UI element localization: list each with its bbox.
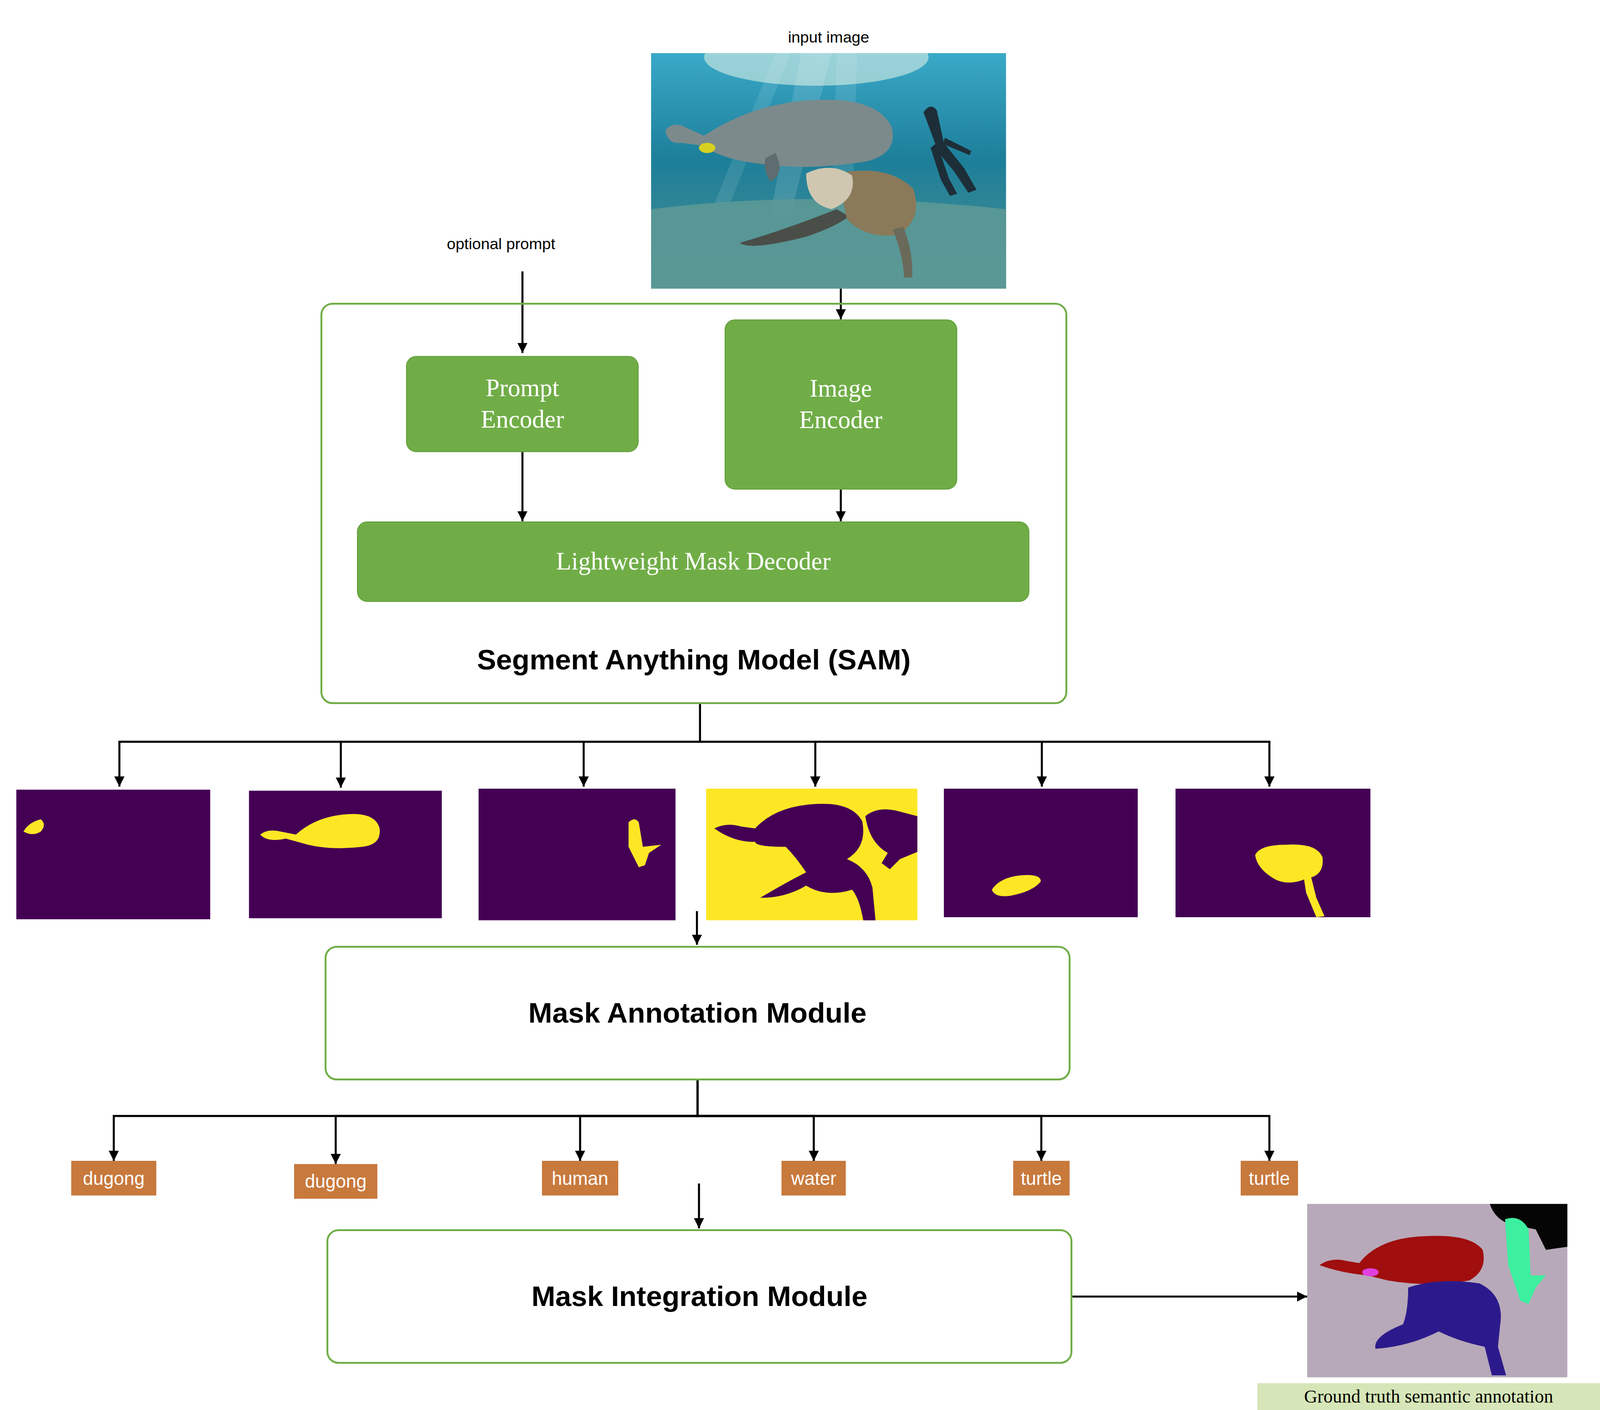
- node-label: human: [551, 1167, 609, 1190]
- caption-band: Ground truth semantic annotation: [1257, 1383, 1600, 1410]
- ground-truth-image: Ground truth semantic annotation: [1307, 1204, 1568, 1378]
- model-container: Prompt Encoder Image EncoderLightweight M…: [320, 302, 1068, 704]
- mask-region: [991, 875, 1041, 897]
- class-tag: dugong: [71, 1161, 156, 1196]
- arrow-connector: [113, 1080, 698, 1162]
- ground-truth-picture: [1307, 1204, 1568, 1378]
- branch-line: [699, 704, 702, 743]
- branch-arrow: [1040, 741, 1043, 787]
- arrow-connector: [335, 1080, 698, 1165]
- mask-image: [248, 790, 442, 919]
- merge-arrow: [695, 911, 698, 946]
- image-heading: input image: [623, 27, 1034, 47]
- photo-turtle-flipper: [739, 209, 850, 246]
- underwater-photo: [651, 53, 1007, 290]
- arrow-connector: [697, 1080, 1270, 1162]
- class-tag: turtle: [1013, 1161, 1070, 1196]
- decoder-box: Lightweight Mask Decoder: [356, 521, 1030, 603]
- arrow-connector: [579, 1080, 698, 1162]
- photo-turtle-head: [806, 167, 853, 210]
- gt-region: [1362, 1268, 1379, 1277]
- class-tag: human: [541, 1161, 619, 1196]
- node-label: turtle: [1249, 1167, 1291, 1190]
- mask-image: [706, 788, 918, 921]
- arrow-connector: [521, 452, 524, 522]
- branch-arrow: [339, 741, 342, 788]
- arrow-connector: [1072, 1295, 1308, 1298]
- prompt-arrow: [521, 271, 524, 354]
- photo-diver-arm: [942, 137, 972, 156]
- branch-arrow: [1268, 741, 1271, 787]
- mask-region: [714, 804, 876, 921]
- input-image: input image: [651, 53, 1007, 290]
- photo-dugong: [665, 99, 893, 167]
- node-label: Lightweight Mask Decoder: [555, 546, 831, 578]
- photo-diver-leg: [930, 142, 957, 197]
- mask-region: [1255, 844, 1325, 918]
- node-label: dugong: [82, 1167, 145, 1190]
- class-tag: turtle: [1240, 1161, 1299, 1196]
- arrow-connector: [839, 489, 842, 522]
- photo-turtle-flipper: [892, 226, 913, 278]
- branch-arrow: [118, 741, 121, 787]
- class-tag: water: [781, 1161, 846, 1196]
- layout-arrows: [118, 271, 1271, 1229]
- gt-region: [1375, 1281, 1507, 1376]
- merge-arrow: [697, 1183, 700, 1229]
- gt-region: [1319, 1236, 1484, 1285]
- mask-row: [16, 788, 1371, 921]
- mask-region: [865, 809, 918, 870]
- encoder-box: Prompt Encoder: [406, 356, 639, 452]
- arrow-connector: [697, 1080, 1042, 1162]
- gt-region: [1505, 1218, 1546, 1305]
- photo-fish: [699, 142, 716, 154]
- connector-group: [113, 288, 1308, 1297]
- mask-image: [478, 788, 676, 921]
- node-label: water: [791, 1167, 837, 1190]
- mask-image: [943, 788, 1138, 918]
- node-label: Image Encoder: [799, 373, 883, 436]
- mask-region: [260, 814, 381, 849]
- mask-region: [23, 819, 44, 835]
- module-box: Mask Integration Module: [326, 1229, 1073, 1365]
- gt-background: [1307, 1204, 1568, 1378]
- branch-line: [118, 740, 1271, 743]
- branch-arrow: [582, 741, 585, 787]
- encoder-box: Image Encoder: [724, 319, 958, 491]
- prompt-label: optional prompt: [446, 234, 555, 254]
- photo-dugong-flipper: [764, 153, 780, 182]
- node-label: dugong: [304, 1170, 367, 1193]
- mask-image: [1175, 788, 1371, 918]
- photo-sand: [651, 198, 1007, 289]
- arrow-connector: [697, 1080, 814, 1162]
- node-label: Mask Integration Module: [531, 1279, 868, 1314]
- branch-arrow: [814, 741, 817, 787]
- module-box: Mask Annotation Module: [324, 946, 1071, 1081]
- node-label: Mask Annotation Module: [528, 996, 867, 1031]
- mask-image: [16, 789, 210, 920]
- node-label: Prompt Encoder: [480, 372, 565, 436]
- node-label: Segment Anything Model (SAM): [477, 642, 911, 677]
- class-tag: dugong: [294, 1164, 378, 1200]
- mask-region: [628, 819, 662, 868]
- photo-water: [651, 53, 1007, 290]
- node-label: turtle: [1020, 1167, 1062, 1190]
